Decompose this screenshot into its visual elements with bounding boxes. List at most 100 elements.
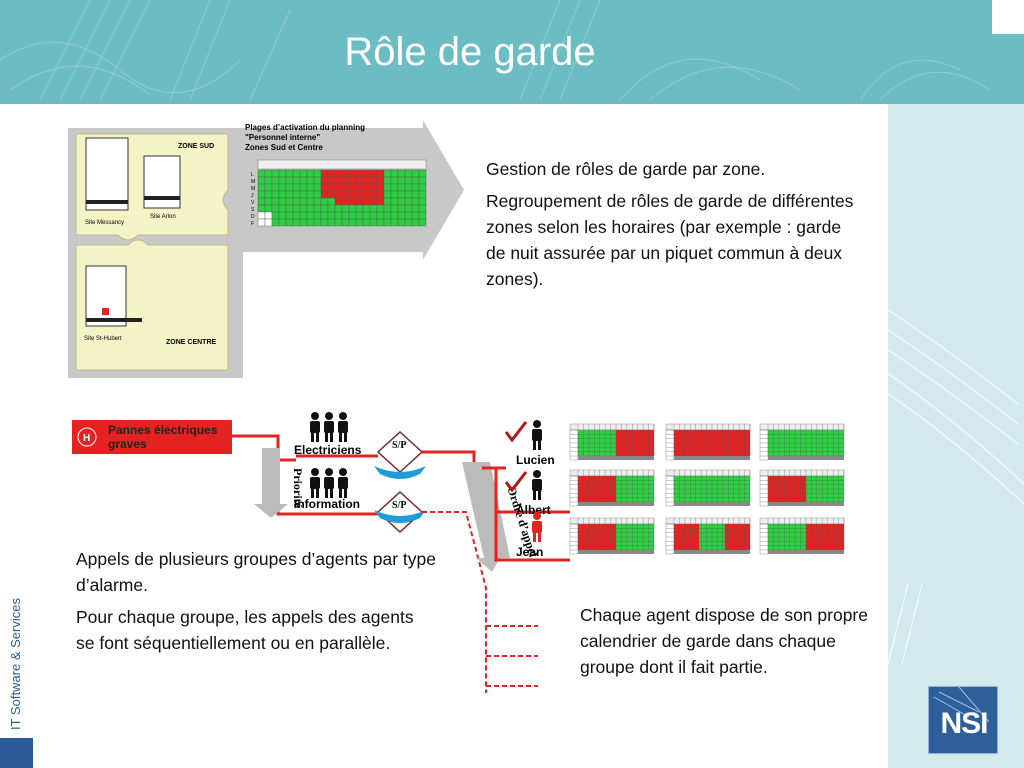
- agents-trunk-line: [482, 466, 570, 562]
- planning-cell: [341, 204, 350, 213]
- planning-cell: [404, 197, 413, 206]
- planning-cell: [278, 183, 287, 192]
- corner-square: [0, 738, 33, 768]
- planning-cell: [355, 204, 364, 213]
- planning-cell: [285, 218, 294, 227]
- planning-cell: [390, 197, 399, 206]
- planning-cell: [390, 204, 399, 213]
- site-messancy-label: Site Messancy: [85, 220, 124, 226]
- calendars-group: [569, 423, 845, 555]
- planning-cell: [320, 211, 329, 220]
- agent-calendar: [759, 469, 845, 507]
- person-icon: [324, 412, 334, 442]
- planning-cell: [362, 169, 371, 178]
- planning-cell: [306, 169, 315, 178]
- site-arlon-bar: [144, 196, 180, 200]
- planning-cell: [376, 218, 385, 227]
- planning-cell: [327, 204, 336, 213]
- site-arlon-panel: [143, 155, 181, 209]
- agent-name: Jean: [516, 545, 543, 559]
- logo-text: NSI: [940, 707, 988, 740]
- planning-cell: [292, 169, 301, 178]
- planning-cell: [362, 176, 371, 185]
- alarm-letter: H: [83, 433, 90, 444]
- planning-cell: [397, 176, 406, 185]
- agent-icon: [532, 512, 542, 542]
- agent-calendar-p1: Chaque agent dispose de son propre calen…: [580, 605, 868, 677]
- planning-cell: [306, 190, 315, 199]
- planning-cell: [383, 211, 392, 220]
- planning-cell: [383, 197, 392, 206]
- planning-cell: [341, 190, 350, 199]
- planning-cell: [327, 190, 336, 199]
- planning-cell: [369, 204, 378, 213]
- planning-cell: [257, 218, 266, 227]
- planning-cell: [411, 169, 420, 178]
- planning-cell: [257, 183, 266, 192]
- zone-text-p2: Regroupement de rôles de garde de différ…: [486, 191, 854, 289]
- planning-cell: [257, 176, 266, 185]
- planning-cell: [404, 176, 413, 185]
- planning-cell: [369, 169, 378, 178]
- planning-cell: [299, 218, 308, 227]
- call-order-arrow: [462, 462, 510, 572]
- zone-text-p1: Gestion de rôles de garde par zone.: [486, 159, 766, 179]
- planning-cell: [404, 218, 413, 227]
- planning-cell: [334, 204, 343, 213]
- planning-cell: [404, 183, 413, 192]
- agent-name: Albert: [516, 503, 551, 517]
- planning-cell: [313, 211, 322, 220]
- planning-cell: [362, 190, 371, 199]
- planning-cell: [355, 211, 364, 220]
- planning-cell: [411, 211, 420, 220]
- person-icon: [310, 468, 320, 498]
- planning-cell: [278, 211, 287, 220]
- planning-cell: [334, 218, 343, 227]
- planning-cell: [264, 197, 273, 206]
- agent-calendar: [759, 423, 845, 461]
- sp-diamond-1: S/P: [374, 430, 426, 479]
- planning-cell: [292, 190, 301, 199]
- planning-cell: [411, 183, 420, 192]
- planning-cell: [278, 176, 287, 185]
- planning-cell: [313, 204, 322, 213]
- planning-cell: [341, 197, 350, 206]
- planning-day-label: M: [251, 179, 255, 185]
- planning-cell: [404, 204, 413, 213]
- planning-cell: [355, 176, 364, 185]
- planning-day-label: M: [251, 186, 255, 192]
- agent-calendar: [569, 469, 655, 507]
- planning-cell: [257, 204, 266, 213]
- planning-cell: [362, 197, 371, 206]
- planning-cell: [306, 204, 315, 213]
- planning-cell: [355, 190, 364, 199]
- planning-cell: [341, 169, 350, 178]
- planning-cell: [397, 204, 406, 213]
- planning-cell: [285, 197, 294, 206]
- planning-cell: [376, 183, 385, 192]
- logo-decoration: [933, 687, 990, 723]
- planning-cell: [271, 169, 280, 178]
- planning-cell: [348, 204, 357, 213]
- planning-cell: [292, 176, 301, 185]
- planning-day-label: J: [251, 193, 254, 199]
- planning-cell: [397, 169, 406, 178]
- planning-cell: [313, 183, 322, 192]
- planning-cell: [341, 183, 350, 192]
- alarm-label-1: Pannes électriques: [108, 423, 218, 437]
- planning-cell: [397, 211, 406, 220]
- planning-cell: [257, 190, 266, 199]
- planning-day-label: L: [251, 172, 254, 178]
- planning-cell: [285, 204, 294, 213]
- planning-cell: [313, 176, 322, 185]
- planning-cell: [341, 176, 350, 185]
- planning-cell: [306, 183, 315, 192]
- planning-cell: [397, 190, 406, 199]
- planning-cell: [278, 190, 287, 199]
- planning-cell: [418, 190, 427, 199]
- group1-label: Electriciens: [294, 443, 362, 457]
- planning-cell: [348, 176, 357, 185]
- planning-cell: [362, 211, 371, 220]
- planning-cell: [320, 190, 329, 199]
